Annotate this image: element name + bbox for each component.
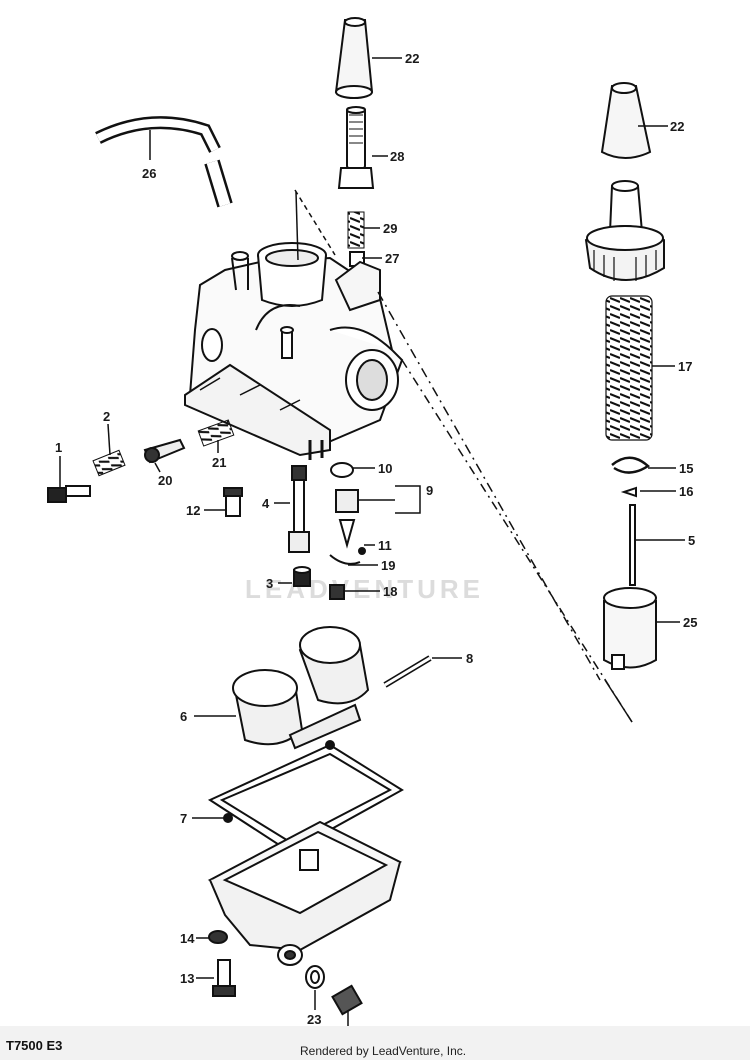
float-bowl — [207, 820, 403, 966]
callout-9: 9 — [426, 483, 433, 498]
throttle-valve-spring — [605, 295, 653, 441]
footer-band — [0, 1026, 750, 1060]
leader-lines — [59, 57, 685, 1028]
cable-cap-right — [600, 82, 652, 159]
main-jet — [293, 566, 311, 587]
callout-26: 26 — [142, 166, 156, 181]
pilot-spring — [92, 449, 126, 477]
needle-jet — [288, 465, 310, 553]
callout-4: 4 — [262, 496, 270, 511]
callout-25: 25 — [683, 615, 697, 630]
guide-lines — [294, 189, 633, 723]
float-pin — [383, 655, 432, 688]
footer-credit: Rendered by LeadVenture, Inc. — [300, 1044, 466, 1058]
callout-7: 7 — [180, 811, 187, 826]
callout-10: 10 — [378, 461, 392, 476]
needle-clip — [620, 486, 637, 498]
callout-6: 6 — [180, 709, 187, 724]
needle-clip-retainer — [611, 456, 651, 474]
throttle-stop-screw — [143, 438, 186, 464]
callout-28: 28 — [390, 149, 404, 164]
drain-plug-washer — [305, 965, 325, 989]
callout-27: 27 — [385, 251, 399, 266]
watermark-text: LEADVENTURE — [245, 574, 484, 604]
callout-12: 12 — [186, 503, 200, 518]
callout-1: 1 — [55, 440, 62, 455]
callout-29: 29 — [383, 221, 397, 236]
callout-21: 21 — [212, 455, 226, 470]
callout-15: 15 — [679, 461, 693, 476]
callout-8: 8 — [466, 651, 473, 666]
fuel-hose — [95, 116, 233, 208]
callout-22-right: 22 — [670, 119, 684, 134]
callout-3: 3 — [266, 576, 273, 591]
callout-11: 11 — [378, 538, 392, 553]
jet-needle — [629, 504, 636, 586]
float-valve-seat — [329, 462, 366, 600]
float-assembly — [232, 626, 370, 750]
callout-18: 18 — [383, 584, 397, 599]
callout-2: 2 — [103, 409, 110, 424]
adjuster-fitting — [337, 106, 375, 189]
callout-20: 20 — [158, 473, 172, 488]
drain-screw — [212, 959, 236, 997]
drain-plug — [331, 984, 363, 1016]
callout-19: 19 — [381, 558, 395, 573]
callout-5: 5 — [688, 533, 695, 548]
callout-23: 23 — [307, 1012, 321, 1027]
callout-22-top: 22 — [405, 51, 419, 66]
mixing-chamber-top — [584, 180, 665, 281]
callout-13: 13 — [180, 971, 194, 986]
pilot-screw — [47, 485, 91, 503]
throttle-valve — [603, 587, 657, 670]
pilot-jet — [223, 487, 243, 517]
callout-17: 17 — [678, 359, 692, 374]
drain-washer — [208, 930, 228, 944]
callout-16: 16 — [679, 484, 693, 499]
cable-cap-top — [334, 17, 374, 99]
adjuster-spring — [347, 211, 365, 249]
throttle-spring — [197, 419, 235, 447]
model-code: T7500 E3 — [6, 1038, 62, 1053]
callout-14: 14 — [180, 931, 195, 946]
callout-labels: 22 28 26 29 27 22 17 15 16 5 25 2 1 20 2… — [55, 51, 697, 1049]
